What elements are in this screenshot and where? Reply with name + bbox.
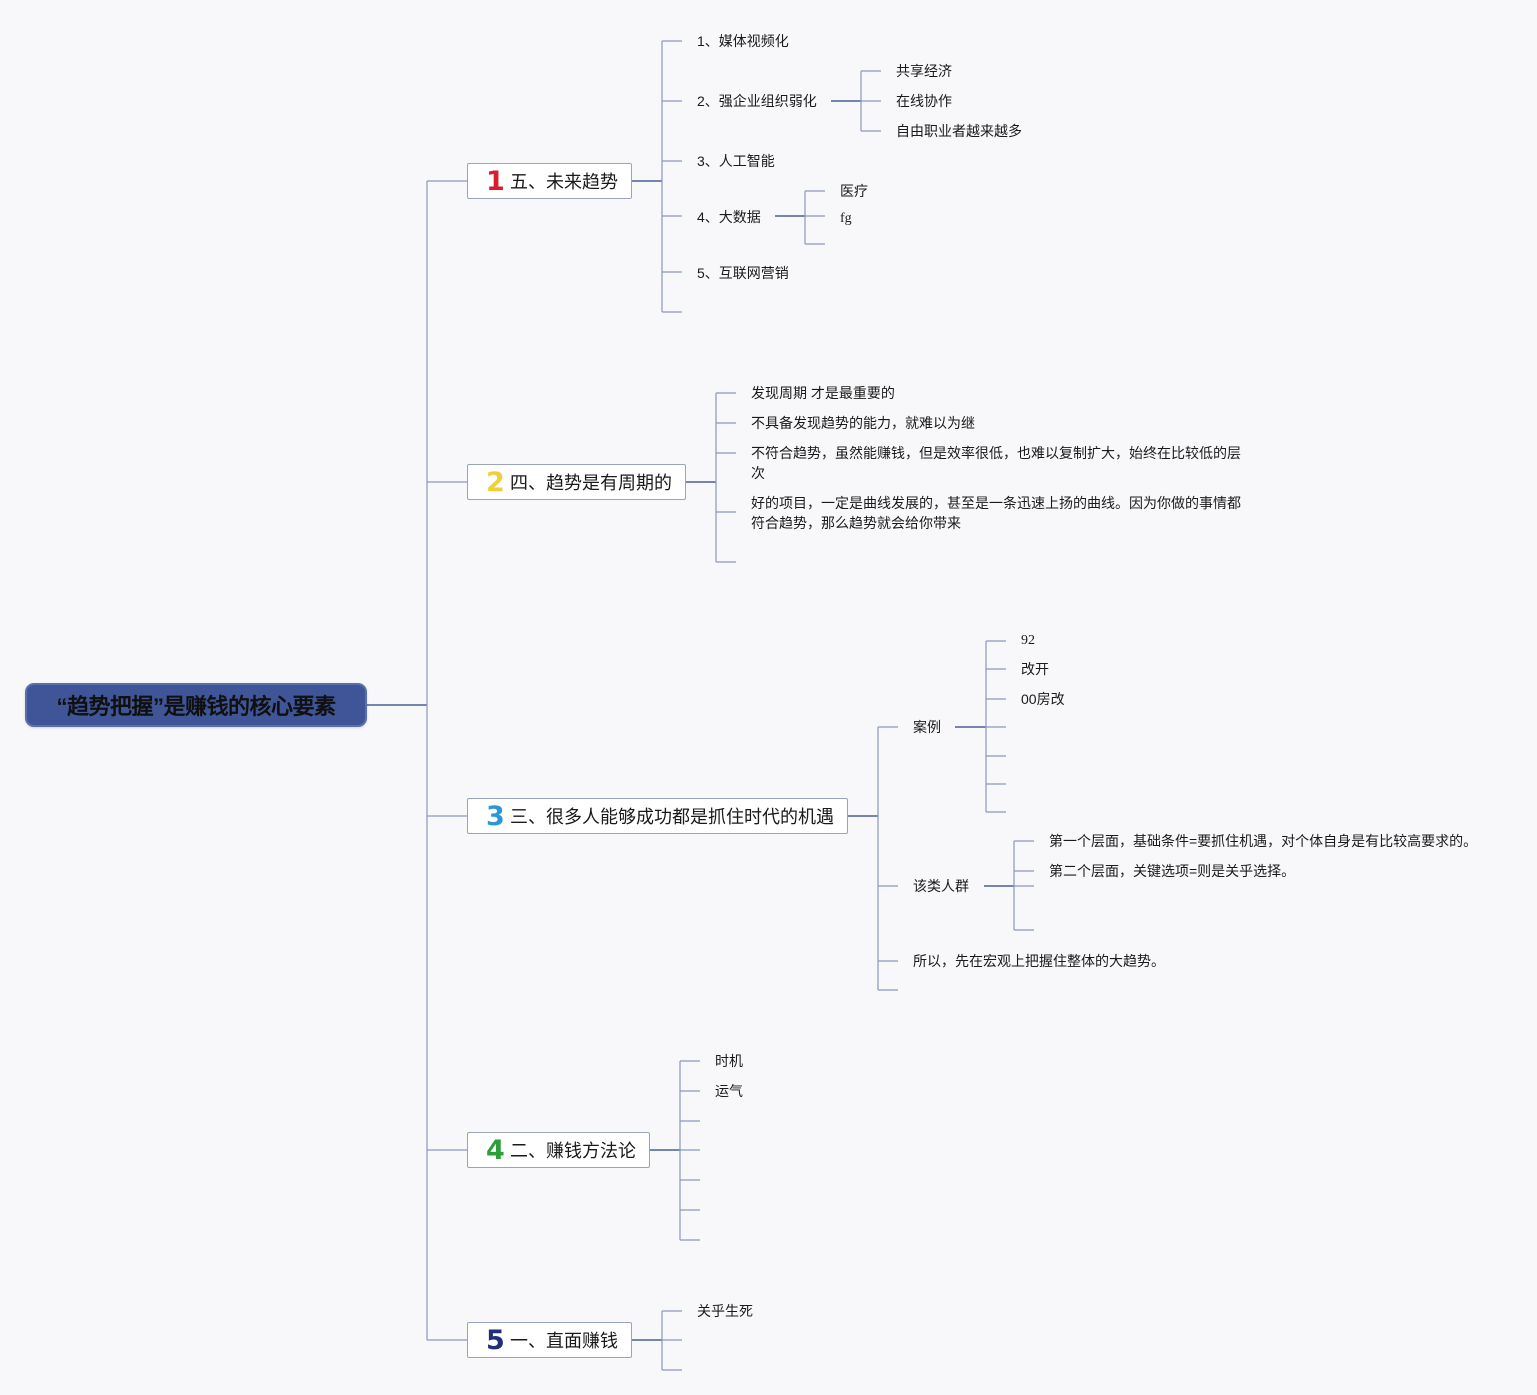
- branch-label: 四、趋势是有周期的: [510, 473, 672, 493]
- topic-such-people[interactable]: 该类人群: [913, 878, 969, 894]
- branch-face-money[interactable]: 5 一、直面赚钱: [467, 1322, 632, 1358]
- branch-era-opportunities[interactable]: 3 三、很多人能够成功都是抓住时代的机遇: [467, 798, 848, 834]
- subtopic-reform[interactable]: 改开: [1021, 661, 1049, 677]
- topic-cases[interactable]: 案例: [913, 719, 941, 735]
- topic-enterprise-weakening[interactable]: 2、强企业组织弱化: [697, 93, 817, 109]
- priority-2-icon: 2: [486, 466, 505, 498]
- topic-life-and-death[interactable]: 关乎生死: [697, 1303, 753, 1319]
- subtopic-fg[interactable]: fg: [840, 211, 852, 226]
- subtopic-housing-reform[interactable]: 00房改: [1021, 691, 1065, 707]
- branch-label: 三、很多人能够成功都是抓住时代的机遇: [510, 807, 834, 827]
- branch-label: 二、赚钱方法论: [510, 1141, 636, 1161]
- topic-luck[interactable]: 运气: [715, 1083, 743, 1099]
- topic-macro-trend[interactable]: 所以，先在宏观上把握住整体的大趋势。: [913, 953, 1165, 969]
- priority-3-icon: 3: [486, 800, 505, 832]
- branch-money-methodology[interactable]: 4 二、赚钱方法论: [467, 1132, 650, 1168]
- priority-1-icon: 1: [486, 165, 505, 197]
- subtopic-second-level[interactable]: 第二个层面，关键选项=则是关乎选择。: [1049, 863, 1296, 879]
- subtopic-92[interactable]: 92: [1021, 633, 1035, 648]
- topic-discover-cycle[interactable]: 发现周期 才是最重要的: [751, 385, 895, 401]
- subtopic-freelancers[interactable]: 自由职业者越来越多: [896, 123, 1022, 139]
- root-topic[interactable]: “趋势把握”是赚钱的核心要素: [25, 683, 367, 727]
- subtopic-medical[interactable]: 医疗: [840, 183, 868, 199]
- topic-media-video[interactable]: 1、媒体视频化: [697, 33, 789, 49]
- branch-label: 一、直面赚钱: [510, 1331, 618, 1351]
- topic-good-projects[interactable]: 好的项目，一定是曲线发展的，甚至是一条迅速上扬的曲线。因为你做的事情都符合趋势，…: [751, 495, 1241, 531]
- priority-4-icon: 4: [486, 1134, 505, 1166]
- branch-future-trends[interactable]: 1 五、未来趋势: [467, 163, 632, 199]
- topic-not-following-trend[interactable]: 不符合趋势，虽然能赚钱，但是效率很低，也难以复制扩大，始终在比较低的层次: [751, 445, 1241, 481]
- subtopic-sharing-economy[interactable]: 共享经济: [896, 63, 952, 79]
- topic-big-data[interactable]: 4、大数据: [697, 209, 761, 225]
- branch-trend-cycles[interactable]: 2 四、趋势是有周期的: [467, 464, 686, 500]
- topic-internet-marketing[interactable]: 5、互联网营销: [697, 265, 789, 281]
- subtopic-online-collaboration[interactable]: 在线协作: [896, 93, 952, 109]
- branch-label: 五、未来趋势: [510, 172, 618, 192]
- topic-timing[interactable]: 时机: [715, 1053, 743, 1069]
- topic-ai[interactable]: 3、人工智能: [697, 153, 775, 169]
- priority-5-icon: 5: [486, 1324, 505, 1356]
- topic-lack-ability[interactable]: 不具备发现趋势的能力，就难以为继: [751, 415, 975, 431]
- subtopic-first-level[interactable]: 第一个层面，基础条件=要抓住机遇，对个体自身是有比较高要求的。: [1049, 833, 1478, 849]
